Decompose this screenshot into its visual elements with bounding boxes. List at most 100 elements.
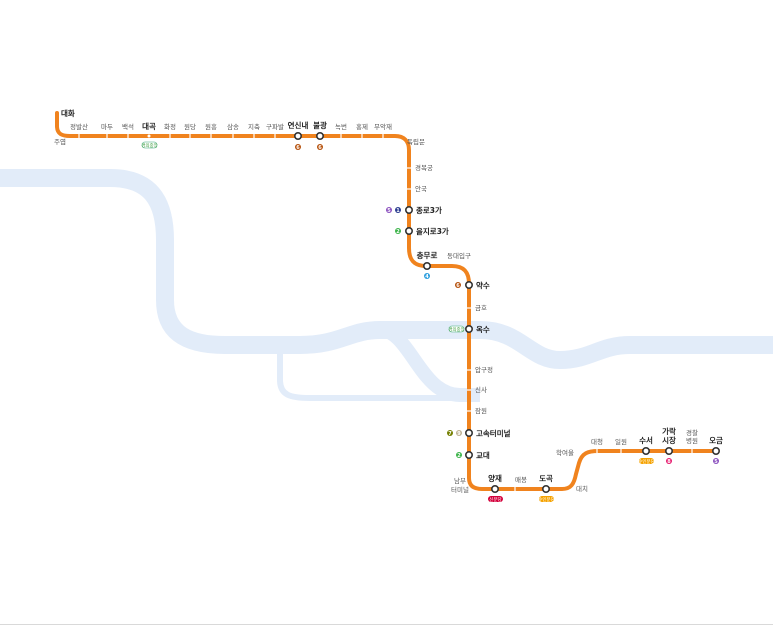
label-daecheong: 대청: [591, 438, 603, 446]
badge-line6-yaksu: [455, 282, 461, 288]
label-gyodae: 교대: [476, 450, 490, 460]
station-jongno3ga[interactable]: [404, 206, 413, 215]
station-gyodae[interactable]: [464, 450, 473, 459]
svg-text:2: 2: [457, 453, 461, 459]
label-wondang: 원당: [184, 122, 196, 131]
station-oksu[interactable]: [464, 324, 473, 333]
label-euljiro3ga: 을지로3가: [416, 226, 449, 236]
label-wonheung: 원흥: [205, 122, 217, 131]
badge-gyeongui-oksu: [448, 325, 465, 333]
label-samsong: 삼송: [227, 122, 239, 131]
label-apgujeong: 압구정: [475, 365, 493, 374]
station-express-bus[interactable]: [464, 428, 473, 437]
label-geumho: 금호: [475, 304, 487, 312]
badge-line8-garak: [666, 458, 672, 464]
daegok-marker: [147, 134, 151, 138]
label-dongdaemun: 동대입구: [447, 252, 471, 260]
label-oksu: 옥수: [476, 324, 490, 334]
labels-downtown: 독립문 경복궁 안국 종로3가 을지로3가 충무로 동대입구: [407, 138, 471, 260]
label-jongno3ga: 종로3가: [416, 205, 442, 215]
badge-shinbundang-yangjae: [488, 496, 503, 502]
svg-text:6: 6: [296, 145, 300, 151]
station-chungmuro[interactable]: [422, 261, 431, 270]
label-nambu-2: 터미널: [451, 485, 469, 494]
label-suseo: 수서: [639, 435, 653, 445]
label-express-bus: 고속터미널: [476, 428, 511, 438]
han-river: [0, 169, 773, 402]
svg-text:수인분당: 수인분당: [638, 458, 655, 465]
label-hwajeong: 화정: [164, 122, 176, 131]
transfer-badges: 경의중앙 6 6 5 1 2 4 6 경의중앙 7 9 2 신분당: [141, 141, 719, 503]
label-muakjae: 무악재: [374, 123, 392, 131]
label-gyeongbokgung: 경복궁: [415, 163, 433, 172]
label-police-1: 경찰: [686, 428, 698, 437]
station-yaksu[interactable]: [464, 280, 473, 289]
label-daegok: 대곡: [142, 121, 156, 131]
badge-line6-yeonsinnae: [295, 144, 301, 150]
station-dogok[interactable]: [541, 484, 550, 493]
badge-suin-dogok: [539, 496, 554, 502]
label-jichuk: 지축: [248, 122, 260, 131]
svg-text:7: 7: [448, 431, 452, 437]
label-nokbeon: 녹번: [335, 122, 347, 131]
label-dongnimmun: 독립문: [407, 138, 425, 146]
label-ogeum: 오금: [709, 436, 723, 445]
label-anguk: 안국: [415, 184, 427, 193]
station-yangjae[interactable]: [490, 484, 499, 493]
label-jeongbalsan: 정발산: [70, 122, 88, 131]
svg-text:6: 6: [318, 145, 322, 151]
svg-text:9: 9: [457, 431, 461, 437]
station-euljiro3ga[interactable]: [404, 227, 413, 236]
label-yaksu: 약수: [476, 280, 490, 290]
label-jamwon: 잠원: [475, 406, 487, 415]
labels-south: 약수 금호 옥수 압구정 신사 잠원 고속터미널 교대 남부 터미널: [451, 280, 511, 494]
station-garak[interactable]: [664, 446, 673, 455]
label-chungmuro: 충무로: [417, 250, 438, 260]
label-yangjae: 양재: [488, 473, 502, 483]
label-hagyeoul: 학여울: [556, 448, 574, 457]
svg-text:2: 2: [396, 229, 400, 235]
badge-line2-euljiro: [395, 228, 401, 234]
label-yeonsinnae: 연신내: [288, 120, 309, 130]
label-nambu-1: 남부: [454, 476, 466, 485]
svg-text:4: 4: [425, 274, 429, 280]
label-sinsa: 신사: [475, 385, 487, 394]
label-dogok: 도곡: [539, 474, 553, 483]
badge-line4-chungmuro: [424, 273, 430, 279]
svg-text:수인분당: 수인분당: [538, 496, 555, 503]
label-maebong: 매봉: [515, 476, 527, 484]
badge-suin-suseo: [639, 458, 654, 464]
station-bulgwang[interactable]: [315, 132, 324, 141]
badge-line5-jongno: [386, 207, 392, 213]
line3-track: [55, 111, 718, 491]
label-baekseok: 백석: [122, 122, 134, 131]
badge-line1-jongno: [395, 207, 401, 213]
badge-line2-gyodae: [456, 452, 462, 458]
label-juyeop: 주엽: [54, 137, 66, 146]
svg-text:1: 1: [396, 208, 400, 214]
svg-text:경의중앙: 경의중앙: [448, 326, 465, 333]
major-stations: [293, 132, 720, 493]
label-madu: 마두: [101, 122, 113, 131]
station-suseo[interactable]: [641, 446, 650, 455]
svg-text:5: 5: [387, 208, 391, 214]
badge-gyeongui-daegok-text: 경의중앙: [141, 142, 158, 149]
label-hongje: 홍제: [356, 122, 368, 131]
labels-east: 양재 매봉 도곡 대치 학여울 대청 일원 수서 가락 시장 경찰 병원 오금: [488, 426, 723, 493]
label-irwon: 일원: [615, 437, 627, 446]
label-police-2: 병원: [686, 436, 698, 445]
svg-text:8: 8: [667, 459, 671, 465]
badge-gyeongui-daegok: [141, 141, 158, 149]
minor-station-ticks: [78, 134, 693, 491]
station-yeonsinnae[interactable]: [293, 132, 302, 141]
label-daehwa: 대화: [61, 108, 75, 118]
svg-text:신분당: 신분당: [489, 496, 501, 503]
label-gupabal: 구파발: [266, 122, 284, 131]
label-garak-2: 시장: [662, 435, 676, 445]
badge-line7-express: [447, 430, 453, 436]
badge-line5-ogeum: [713, 458, 719, 464]
svg-text:6: 6: [456, 283, 460, 289]
labels-top-row: 대화 주엽 정발산 마두 백석 대곡 화정 원당 원흥 삼송 지축 구파발 연신…: [54, 108, 392, 146]
station-ogeum[interactable]: [711, 446, 720, 455]
